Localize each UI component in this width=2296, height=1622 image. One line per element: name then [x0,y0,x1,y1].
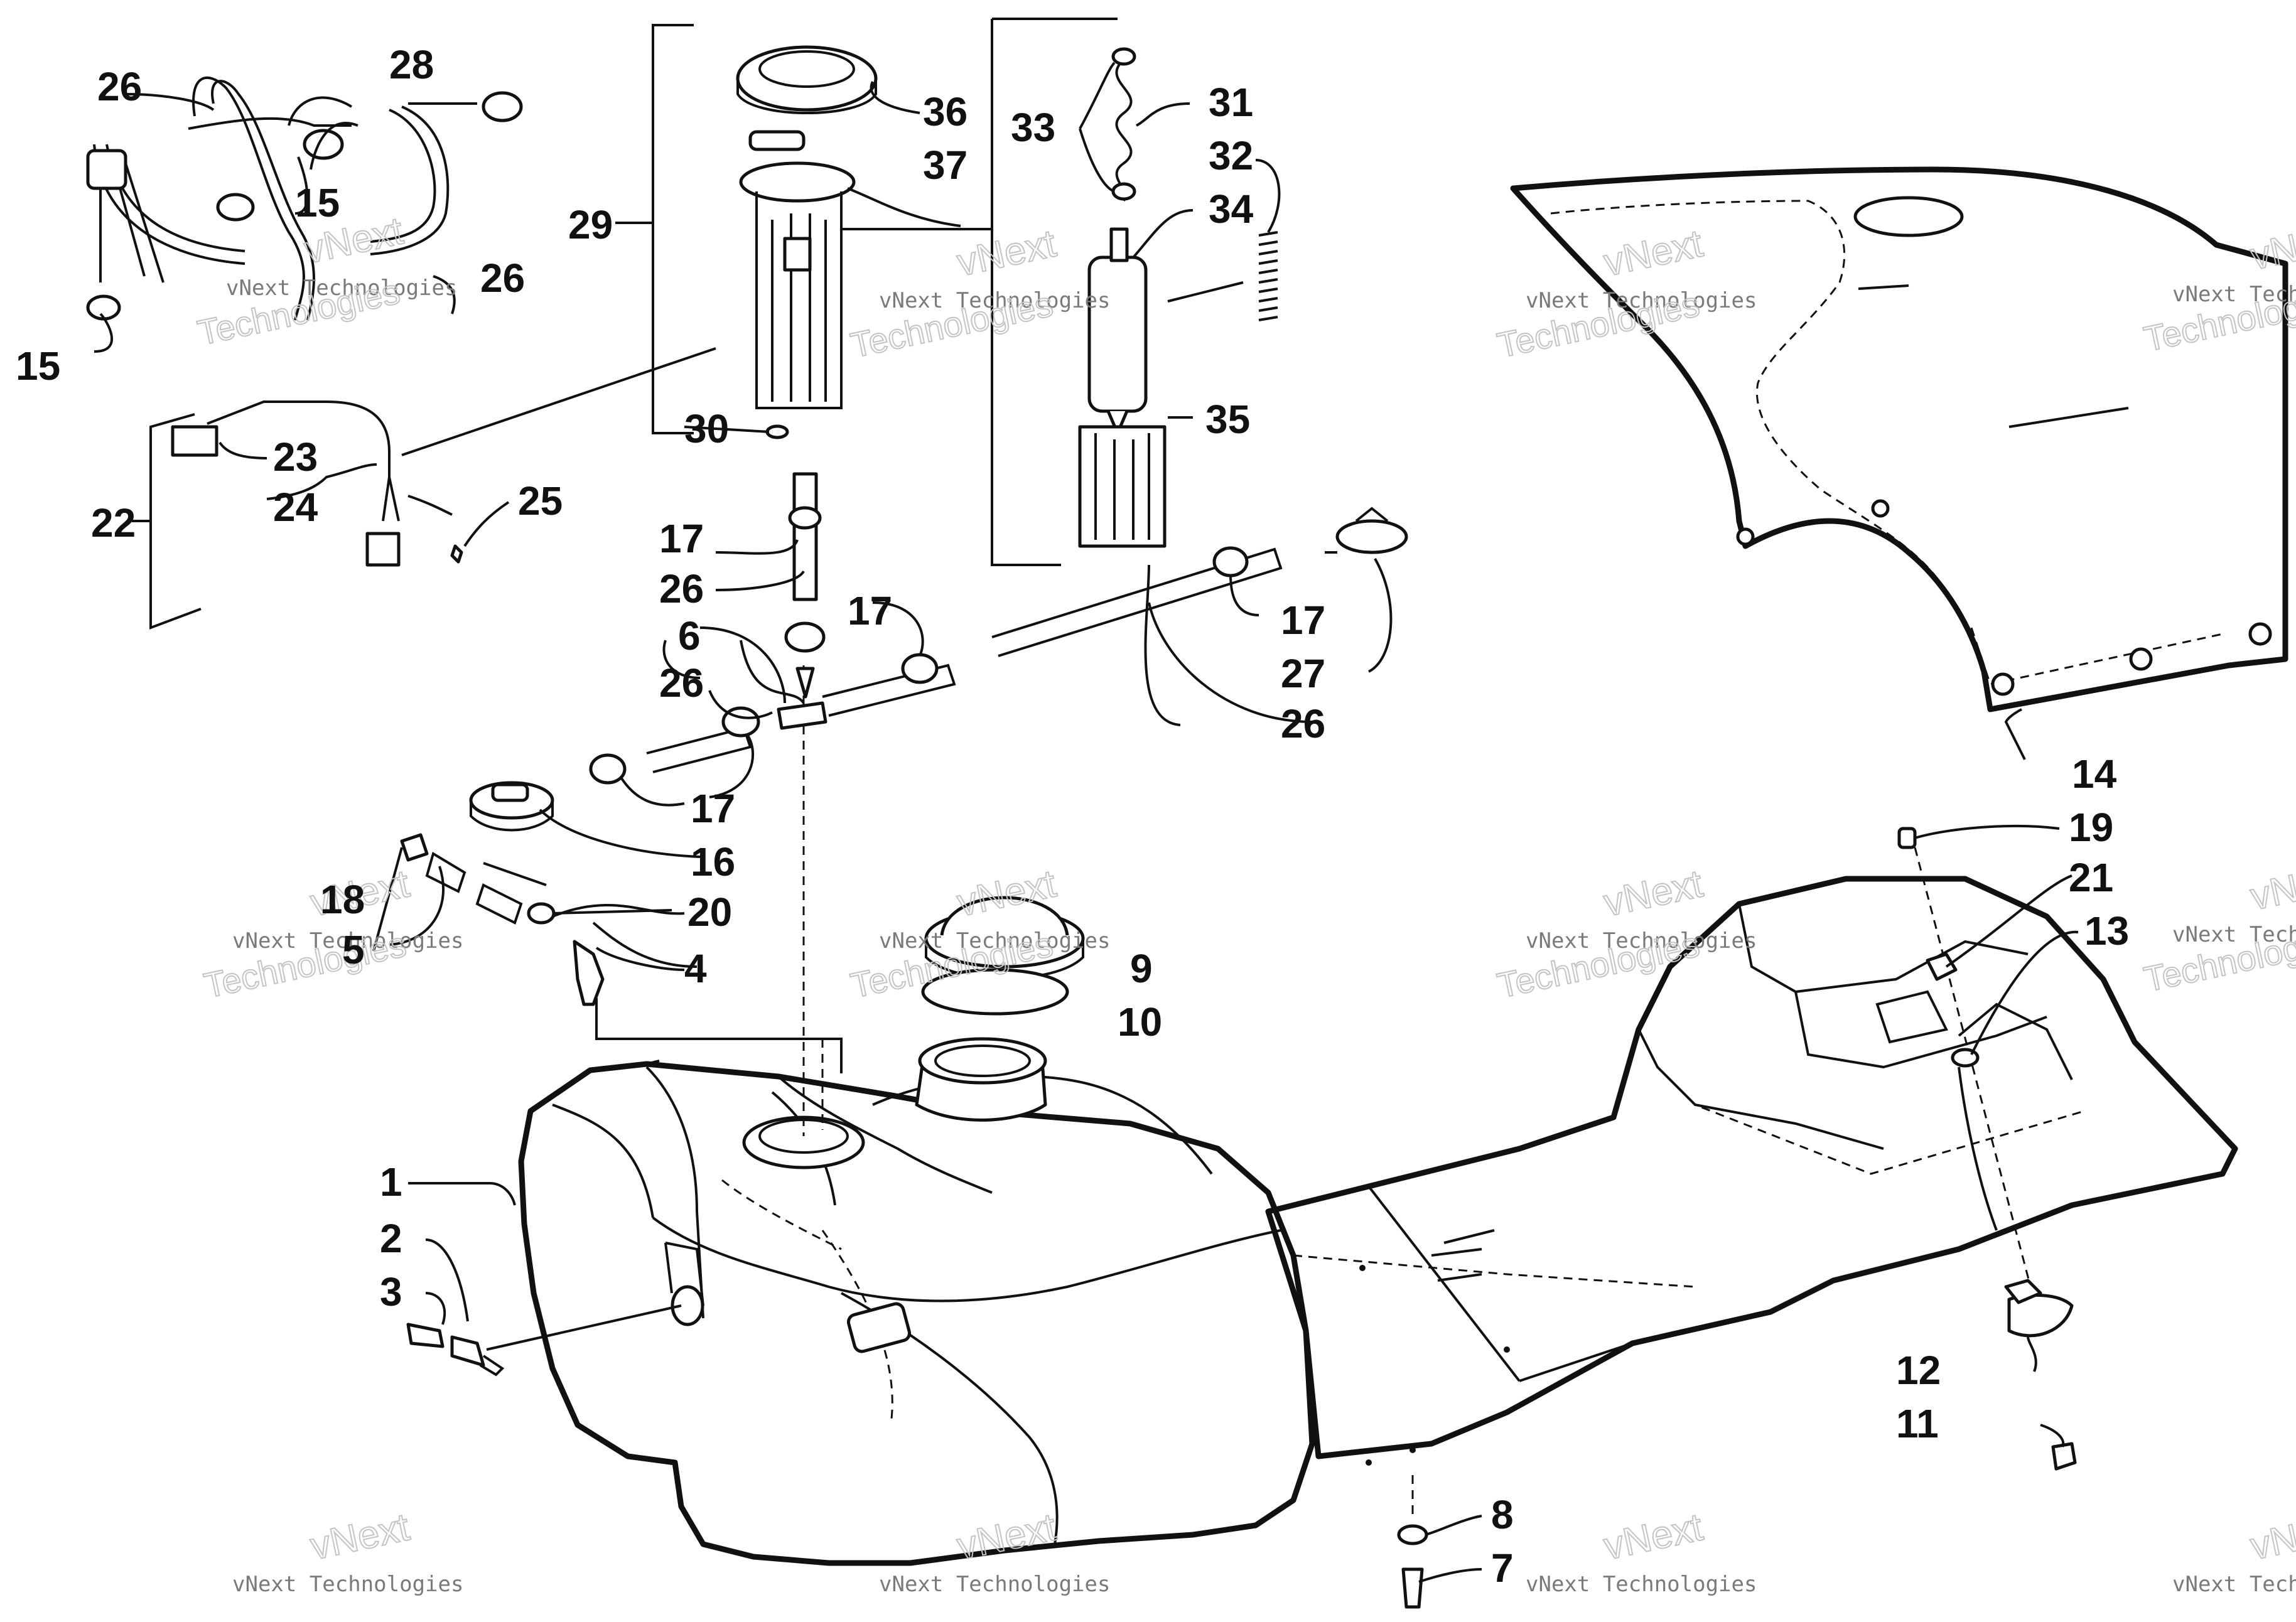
fuel-tank [518,1037,1315,1566]
callout-13: 13 [2084,908,2129,953]
callout-19: 19 [2069,805,2113,850]
callout-9: 9 [1130,946,1153,991]
svg-text:vNext Technologies: vNext Technologies [879,288,1110,313]
callout-4: 4 [684,946,707,991]
heat-shield [1510,166,2288,712]
callout-26d: 26 [659,660,704,706]
fuel-pump-assembly [736,45,1278,548]
vent-hose-group [86,76,523,567]
fuel-line-fittings [400,472,1408,1006]
callout-2: 2 [380,1216,402,1261]
callout-22: 22 [91,500,136,545]
svg-text:vNext Technologies: vNext Technologies [232,928,463,953]
callout-36: 36 [923,89,967,134]
tank-support-pan [1265,876,2238,1466]
svg-text:vNext Technologies: vNext Technologies [879,928,1110,953]
callout-labels: 1 2 3 4 5 6 7 8 9 10 11 12 13 14 15 15 1… [16,42,2129,1591]
callout-17d: 17 [691,786,735,831]
svg-text:vNext Technologies: vNext Technologies [1526,288,1757,313]
small-hardware [406,827,2077,1609]
svg-text:vNext Technologies: vNext Technologies [226,276,457,301]
callout-34: 34 [1209,186,1254,232]
callout-28: 28 [389,42,434,87]
callout-27: 27 [1281,651,1325,696]
callout-33: 33 [1011,105,1055,150]
callout-8: 8 [1491,1492,1514,1537]
svg-text:vNext Technologies: vNext Technologies [2172,282,2296,307]
callout-21: 21 [2069,855,2113,900]
callout-26e: 26 [1281,701,1325,746]
svg-text:vNext Technologies: vNext Technologies [232,1572,463,1597]
callout-35: 35 [1205,397,1250,442]
leader-lines [94,62,2079,1583]
svg-text:vNext Technologies: vNext Technologies [1526,1572,1757,1597]
callout-25: 25 [518,478,563,524]
callout-37: 37 [923,142,967,188]
svg-text:vNext Technologies: vNext Technologies [2172,1572,2296,1597]
callout-6: 6 [678,613,701,658]
callout-26a: 26 [97,64,142,109]
callout-31: 31 [1209,80,1253,125]
callout-20: 20 [687,889,732,935]
callout-18: 18 [320,877,365,922]
callout-11: 11 [1896,1401,1939,1446]
svg-text:vNext Technologies: vNext Technologies [2172,922,2296,947]
callout-17b: 17 [848,588,892,633]
svg-text:vNext Technologies: vNext Technologies [1526,928,1757,953]
svg-text:vNext Technologies: vNext Technologies [879,1572,1110,1597]
callout-16: 16 [691,839,735,884]
callout-5: 5 [342,927,365,972]
callout-1: 1 [380,1159,402,1205]
filler-cap [921,896,1085,1016]
callout-7: 7 [1491,1545,1514,1591]
callout-26b: 26 [480,255,525,301]
callout-17a: 17 [659,516,704,561]
callout-14: 14 [2072,751,2117,797]
callout-17c: 17 [1281,598,1325,643]
callout-32: 32 [1209,133,1253,178]
watermark: vNext Technologies vNext [232,1505,463,1597]
callout-23: 23 [273,434,318,480]
callout-26c: 26 [659,566,704,611]
callout-24: 24 [273,485,318,530]
callout-12: 12 [1896,1348,1941,1393]
callout-30: 30 [684,406,729,451]
callout-3: 3 [380,1269,402,1314]
callout-15a: 15 [295,180,340,225]
callout-10: 10 [1118,999,1162,1045]
callout-29: 29 [568,202,613,247]
assembly-brackets [132,18,2042,1519]
callout-15b: 15 [16,343,60,389]
